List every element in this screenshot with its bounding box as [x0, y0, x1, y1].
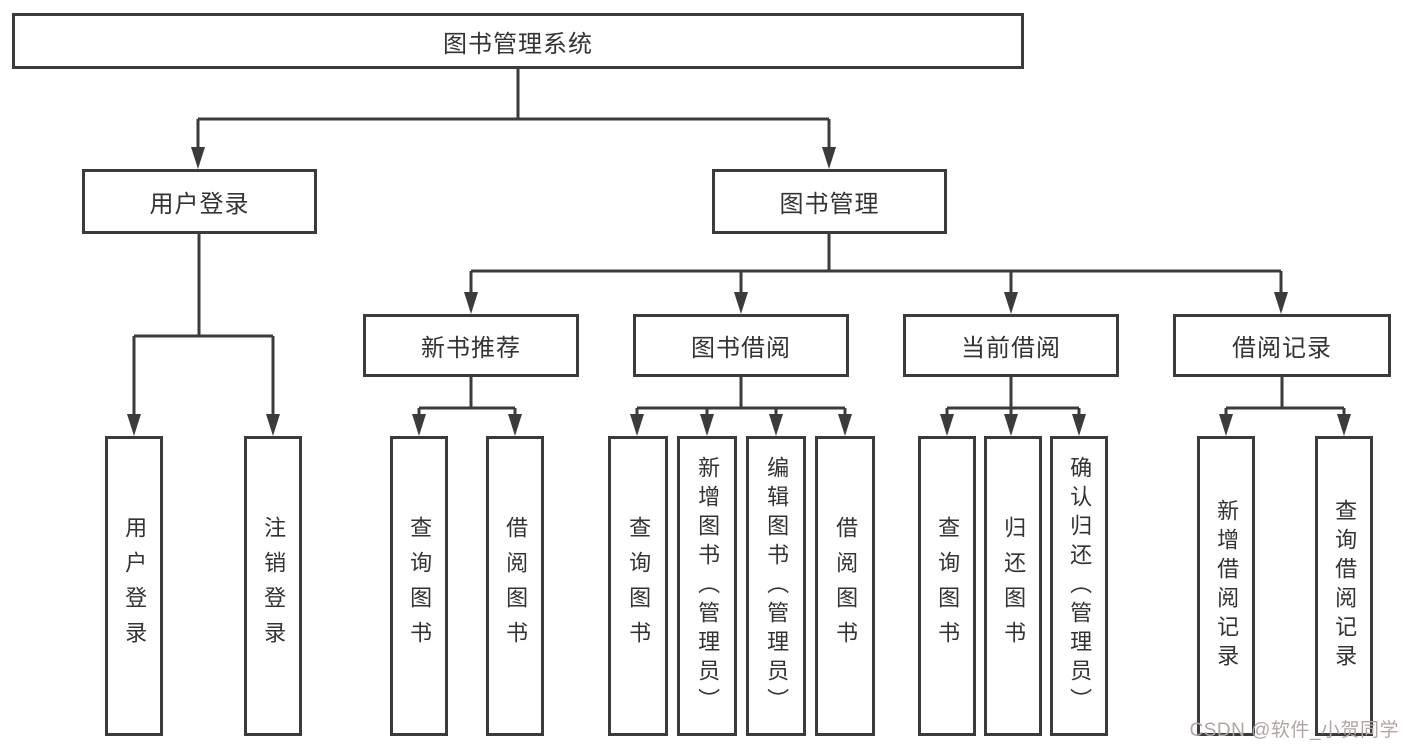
leaf-query-books-recommend: 查询图书 — [390, 436, 448, 736]
leaf-label: 注销登录 — [261, 516, 287, 656]
leaf-add-borrow-record: 新增借阅记录 — [1197, 436, 1255, 736]
node-current-borrow: 当前借阅 — [903, 314, 1119, 377]
leaf-label: 查询借阅记录 — [1332, 499, 1358, 673]
leaf-label: 归还图书 — [1001, 516, 1027, 656]
node-label: 新书推荐 — [421, 335, 521, 362]
node-borrow-records: 借阅记录 — [1173, 314, 1391, 377]
node-label: 图书管理 — [779, 191, 880, 218]
node-library-management-system: 图书管理系统 — [12, 13, 1024, 69]
leaf-borrow-books: 借阅图书 — [815, 436, 875, 736]
leaf-query-borrow-record: 查询借阅记录 — [1315, 436, 1373, 736]
leaf-add-book-admin: 新增图书（管理员） — [677, 436, 737, 736]
leaf-label: 借阅图书 — [833, 516, 859, 656]
leaf-return-book: 归还图书 — [984, 436, 1042, 736]
node-new-book-recommend: 新书推荐 — [363, 314, 579, 377]
node-label: 当前借阅 — [961, 335, 1061, 362]
node-book-management: 图书管理 — [712, 169, 947, 234]
leaf-label: 借阅图书 — [503, 516, 529, 656]
node-label: 用户登录 — [149, 191, 250, 218]
csdn-watermark: CSDN @软件_小贺同学 — [1189, 720, 1399, 741]
leaf-logout: 注销登录 — [244, 436, 302, 736]
leaf-label: 确认归还（管理员） — [1067, 455, 1093, 717]
node-label: 图书借阅 — [691, 335, 791, 362]
node-label: 借阅记录 — [1232, 335, 1332, 362]
leaf-confirm-return-admin: 确认归还（管理员） — [1050, 436, 1108, 736]
node-user-login: 用户登录 — [82, 169, 317, 234]
leaf-label: 查询图书 — [626, 516, 652, 656]
leaf-label: 编辑图书（管理员） — [764, 455, 790, 717]
leaf-label: 查询图书 — [407, 516, 433, 656]
leaf-user-login: 用户登录 — [105, 436, 163, 736]
leaf-borrow-books-recommend: 借阅图书 — [486, 436, 544, 736]
leaf-label: 新增图书（管理员） — [695, 455, 721, 717]
leaf-label: 查询图书 — [935, 516, 961, 656]
leaf-label: 用户登录 — [122, 516, 148, 656]
leaf-edit-book-admin: 编辑图书（管理员） — [746, 436, 806, 736]
node-book-borrow: 图书借阅 — [633, 314, 849, 377]
node-label: 图书管理系统 — [443, 30, 593, 58]
leaf-label: 新增借阅记录 — [1214, 499, 1240, 673]
leaf-query-books-current: 查询图书 — [918, 436, 976, 736]
leaf-query-books-borrow: 查询图书 — [608, 436, 668, 736]
